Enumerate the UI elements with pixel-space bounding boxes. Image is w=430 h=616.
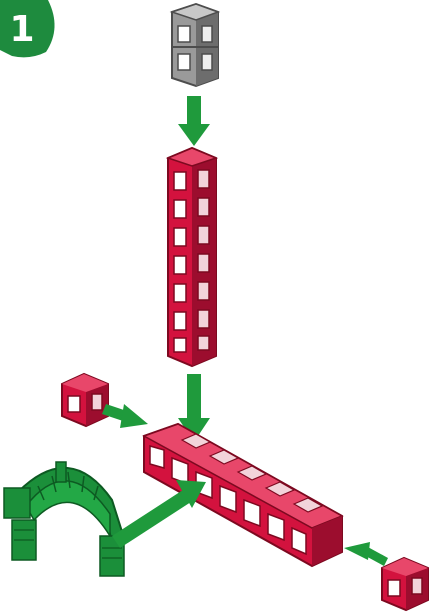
red-cube-left-part (62, 374, 108, 426)
arrow-left-cube-to-base (102, 404, 148, 428)
arrow-arch-to-base (112, 480, 206, 548)
red-cube-right-part (382, 558, 428, 610)
step-number: 1 (9, 9, 34, 50)
red-base-beam-part (144, 424, 342, 566)
step-badge: 1 (0, 0, 55, 57)
arrow-gray-to-column (178, 96, 210, 146)
red-column-part (168, 148, 216, 366)
gray-column-part (172, 4, 218, 86)
arrow-right-cube-to-base (344, 542, 388, 566)
green-arch-part (4, 462, 124, 576)
